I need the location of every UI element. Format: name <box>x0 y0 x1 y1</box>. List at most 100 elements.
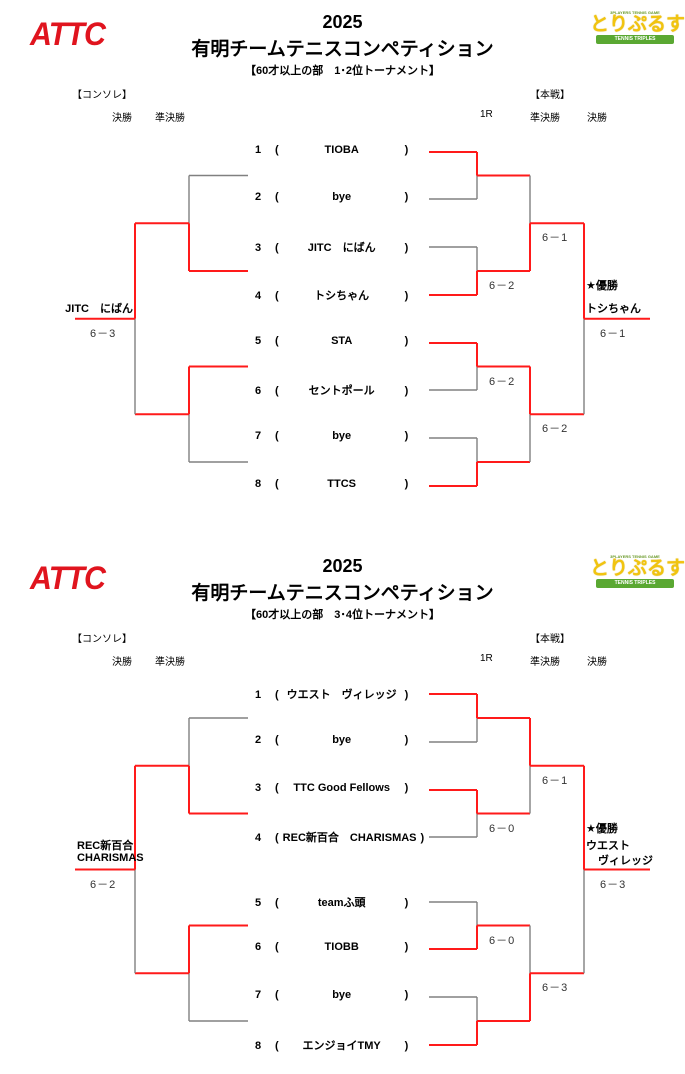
entry-name: bye <box>332 430 352 442</box>
open-paren: ( <box>275 335 279 347</box>
entry-number: 1 <box>255 689 262 701</box>
logo-ribbon: TENNIS TRIPLES <box>596 35 674 44</box>
consolation-winner-name: CHARISMAS <box>77 851 144 864</box>
open-paren: ( <box>275 941 279 953</box>
open-paren: ( <box>275 242 279 254</box>
consolation-winner-name: JITC にばん <box>65 302 133 315</box>
champion-name: トシちゃん <box>586 302 641 315</box>
year-heading: 2025 <box>322 556 363 576</box>
cons-round-semifinal: 準決勝 <box>155 113 185 124</box>
entry-row: 7(bye) <box>255 430 410 442</box>
main-label: 【本戦】 <box>530 90 570 101</box>
sf-score: 6－1 <box>542 774 569 787</box>
logo-wordmark: とりぷるす <box>590 14 685 35</box>
entry-row: 1(ウエスト ヴィレッジ) <box>255 686 410 702</box>
champion-name: ヴィレッジ <box>598 854 653 867</box>
entry-number: 5 <box>255 335 262 347</box>
main-round-semifinal: 準決勝 <box>530 113 560 124</box>
open-paren: ( <box>275 734 279 746</box>
entry-number: 2 <box>255 734 262 746</box>
entry-number: 6 <box>255 385 262 397</box>
entry-row: 5 ( teamふ頭) <box>255 894 410 910</box>
entry-name: TTCS <box>327 478 357 490</box>
entry-name: TIOBA <box>324 144 359 156</box>
attc-logo: ATTC <box>30 16 106 52</box>
entry-name: bye <box>332 989 352 1001</box>
champion-label: ★優勝 <box>586 279 618 292</box>
entry-row: 2 ( bye) <box>255 191 410 203</box>
close-paren: ) <box>404 290 409 302</box>
cons-round-final: 決勝 <box>112 657 132 668</box>
close-paren: ) <box>404 335 409 347</box>
open-paren: ( <box>275 430 279 442</box>
entry-number: 8 <box>255 478 262 490</box>
open-paren: ( <box>275 897 279 909</box>
open-paren: ( <box>275 385 279 397</box>
open-paren: ( <box>275 478 279 490</box>
consolation-winner-name: REC新百合 <box>77 839 134 852</box>
year-heading: 2025 <box>322 12 363 32</box>
logo-tagline: 3PLAYERS TENNIS GAME <box>610 10 660 15</box>
consolation-final-score: 6－3 <box>90 327 117 340</box>
close-paren: ) <box>404 782 409 794</box>
entry-name: teamふ頭 <box>317 897 366 909</box>
entry-row: 8(TTCS) <box>255 478 410 490</box>
close-paren: ) <box>404 897 409 909</box>
r1-score: 6－0 <box>489 934 516 947</box>
entry-name: エンジョイTMY <box>302 1040 381 1052</box>
close-paren: ) <box>404 1040 409 1052</box>
bracket-lines <box>75 151 650 487</box>
entry-name: STA <box>331 335 353 347</box>
r1-score: 6－2 <box>489 280 516 292</box>
open-paren: ( <box>275 191 279 203</box>
entry-row: 1(TIOBA) <box>255 144 410 156</box>
entry-row: 3(JITC にばん) <box>255 239 410 255</box>
attc-logo: ATTC <box>30 560 106 596</box>
entry-row: 4 ( トシちゃん) <box>255 287 410 303</box>
division-subtitle: 【60才以上の部 3･4位トーナメント】 <box>245 609 440 621</box>
sf-score: 6－2 <box>542 423 569 436</box>
close-paren: ) <box>420 832 425 844</box>
close-paren: ) <box>404 941 409 953</box>
close-paren: ) <box>404 385 409 397</box>
entry-name: TIOBB <box>324 941 359 953</box>
entry-name: bye <box>332 191 352 203</box>
close-paren: ) <box>404 989 409 1001</box>
entry-number: 4 <box>255 290 262 302</box>
entry-number: 4 <box>255 832 262 844</box>
entry-row: 4 (REC新百合 CHARISMAS) <box>255 829 426 845</box>
entry-name: セントポール <box>308 385 375 397</box>
entry-number: 5 <box>255 897 262 909</box>
entry-name: TTC Good Fellows <box>293 782 390 794</box>
logo-ribbon: TENNIS TRIPLES <box>596 579 674 588</box>
r1-score: 6－0 <box>489 822 516 835</box>
close-paren: ) <box>404 242 409 254</box>
close-paren: ) <box>404 689 409 701</box>
entry-number: 8 <box>255 1040 262 1052</box>
entry-number: 3 <box>255 782 262 794</box>
entry-number: 2 <box>255 191 262 203</box>
main-round-semifinal: 準決勝 <box>530 657 560 668</box>
close-paren: ) <box>404 734 409 746</box>
entry-number: 7 <box>255 989 262 1001</box>
entry-row: 7(bye) <box>255 989 410 1001</box>
entry-number: 7 <box>255 430 262 442</box>
open-paren: ( <box>275 290 279 302</box>
close-paren: ) <box>404 191 409 203</box>
division-subtitle: 【60才以上の部 1･2位トーナメント】 <box>245 65 440 77</box>
entry-name: トシちゃん <box>314 290 370 302</box>
entry-number: 1 <box>255 144 262 156</box>
main-label: 【本戦】 <box>530 634 570 645</box>
entry-name: REC新百合 CHARISMAS <box>282 832 417 844</box>
final-score: 6－3 <box>600 878 627 891</box>
bracket-lines <box>75 693 650 1046</box>
entry-row: 6 ( セントポール) <box>255 382 410 398</box>
open-paren: ( <box>275 832 279 844</box>
final-score: 6－1 <box>600 327 627 340</box>
consolation-label: 【コンソレ】 <box>72 90 132 101</box>
champion-label: ★優勝 <box>586 822 618 835</box>
open-paren: ( <box>275 782 279 794</box>
